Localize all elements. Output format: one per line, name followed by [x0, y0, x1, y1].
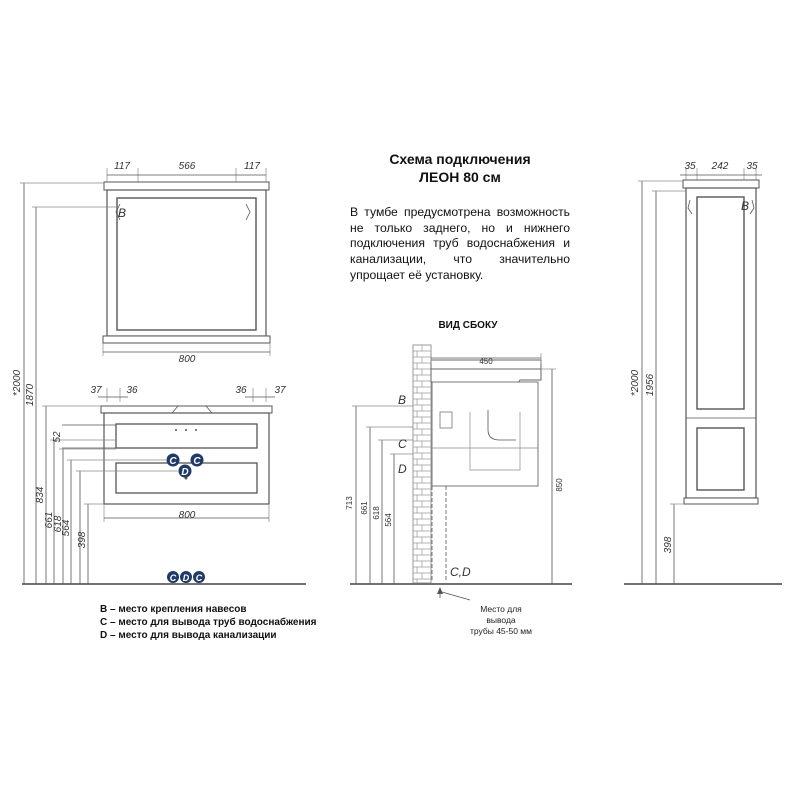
column-drawing: [638, 168, 762, 584]
column-height-398: 398: [663, 536, 674, 553]
side-dim-618: 618: [372, 506, 381, 520]
height-564: 564: [61, 519, 72, 536]
mirror-dim-center: 566: [179, 161, 196, 172]
legend-item-d: D – место для вывода канализации: [100, 629, 277, 641]
column-dim-right: 35: [746, 161, 758, 172]
diagram-title-line2: ЛЕОН 80 см: [419, 169, 501, 185]
legend: В – место крепления навесов С – место дл…: [100, 604, 317, 642]
height-661: 661: [44, 512, 55, 529]
side-view-title: ВИД СБОКУ: [438, 320, 498, 331]
legend-item-b: В – место крепления навесов: [100, 604, 247, 615]
connector-c-left: C: [166, 453, 180, 467]
svg-text:C: C: [196, 573, 203, 583]
cabinet-width: 800: [179, 510, 196, 521]
svg-text:C: C: [170, 573, 177, 583]
cabinet-dim-left-inner: 36: [126, 385, 138, 396]
svg-text:D: D: [181, 467, 188, 478]
side-label-cd: C,D: [450, 565, 471, 579]
front-height-dims: [20, 182, 178, 584]
column-mount-label: B: [741, 199, 749, 213]
side-label-c: C: [398, 437, 407, 451]
floor-connector-c-right: C: [193, 571, 205, 583]
diagram-title: Схема подключения ЛЕОН 80 см: [300, 150, 620, 186]
connector-c-right: C: [190, 453, 204, 467]
height-1870: 1870: [25, 383, 36, 406]
mirror-dim-right: 117: [244, 161, 260, 172]
side-dim-661: 661: [360, 501, 369, 515]
description-text: В тумбе предусмотрена возможность не тол…: [350, 205, 570, 282]
pipe-outlet-note: Место для вывода трубы 45-50 мм: [456, 604, 546, 637]
height-618: 618: [53, 515, 64, 532]
column-dim-left: 35: [684, 161, 696, 172]
side-view-drawing: [352, 344, 556, 601]
svg-text:C: C: [193, 456, 201, 467]
mirror-dim-left: 117: [114, 161, 130, 172]
pipe-outlet-note-line2: вывода: [486, 615, 516, 625]
side-depth: 450: [479, 357, 493, 366]
dim-52: 52: [52, 431, 63, 443]
diagram-title-line1: Схема подключения: [389, 151, 531, 167]
pipe-outlet-note-line3: трубы 45-50 мм: [470, 626, 532, 636]
side-dim-713: 713: [345, 496, 354, 510]
side-dim-850: 850: [555, 478, 564, 492]
pipe-outlet-note-line1: Место для: [480, 604, 522, 614]
connector-d: D: [178, 464, 192, 478]
cabinet-dim-right-inner: 36: [235, 385, 247, 396]
floor-connector-c-left: C: [167, 571, 179, 583]
column-height-2000: *2000: [630, 369, 641, 396]
height-398: 398: [77, 531, 88, 548]
cabinet-dim-right-outer: 37: [274, 385, 286, 396]
svg-text:C: C: [169, 456, 177, 467]
svg-text:D: D: [183, 573, 190, 583]
floor-connector-d: D: [180, 571, 192, 583]
cabinet-dim-left-outer: 37: [90, 385, 102, 396]
cabinet-drawing: [98, 388, 275, 522]
legend-item-c: С – место для вывода труб водоснабжения: [100, 616, 317, 628]
side-label-d: D: [398, 462, 407, 476]
height-834: 834: [35, 486, 46, 503]
column-dim-center: 242: [711, 161, 729, 172]
mirror-mount-label: B: [118, 206, 126, 220]
height-2000: *2000: [12, 369, 23, 396]
mirror-drawing: [102, 168, 271, 356]
side-label-b: B: [398, 393, 406, 407]
column-height-1956: 1956: [645, 373, 656, 396]
mirror-width: 800: [179, 354, 196, 365]
side-dim-564: 564: [384, 513, 393, 527]
